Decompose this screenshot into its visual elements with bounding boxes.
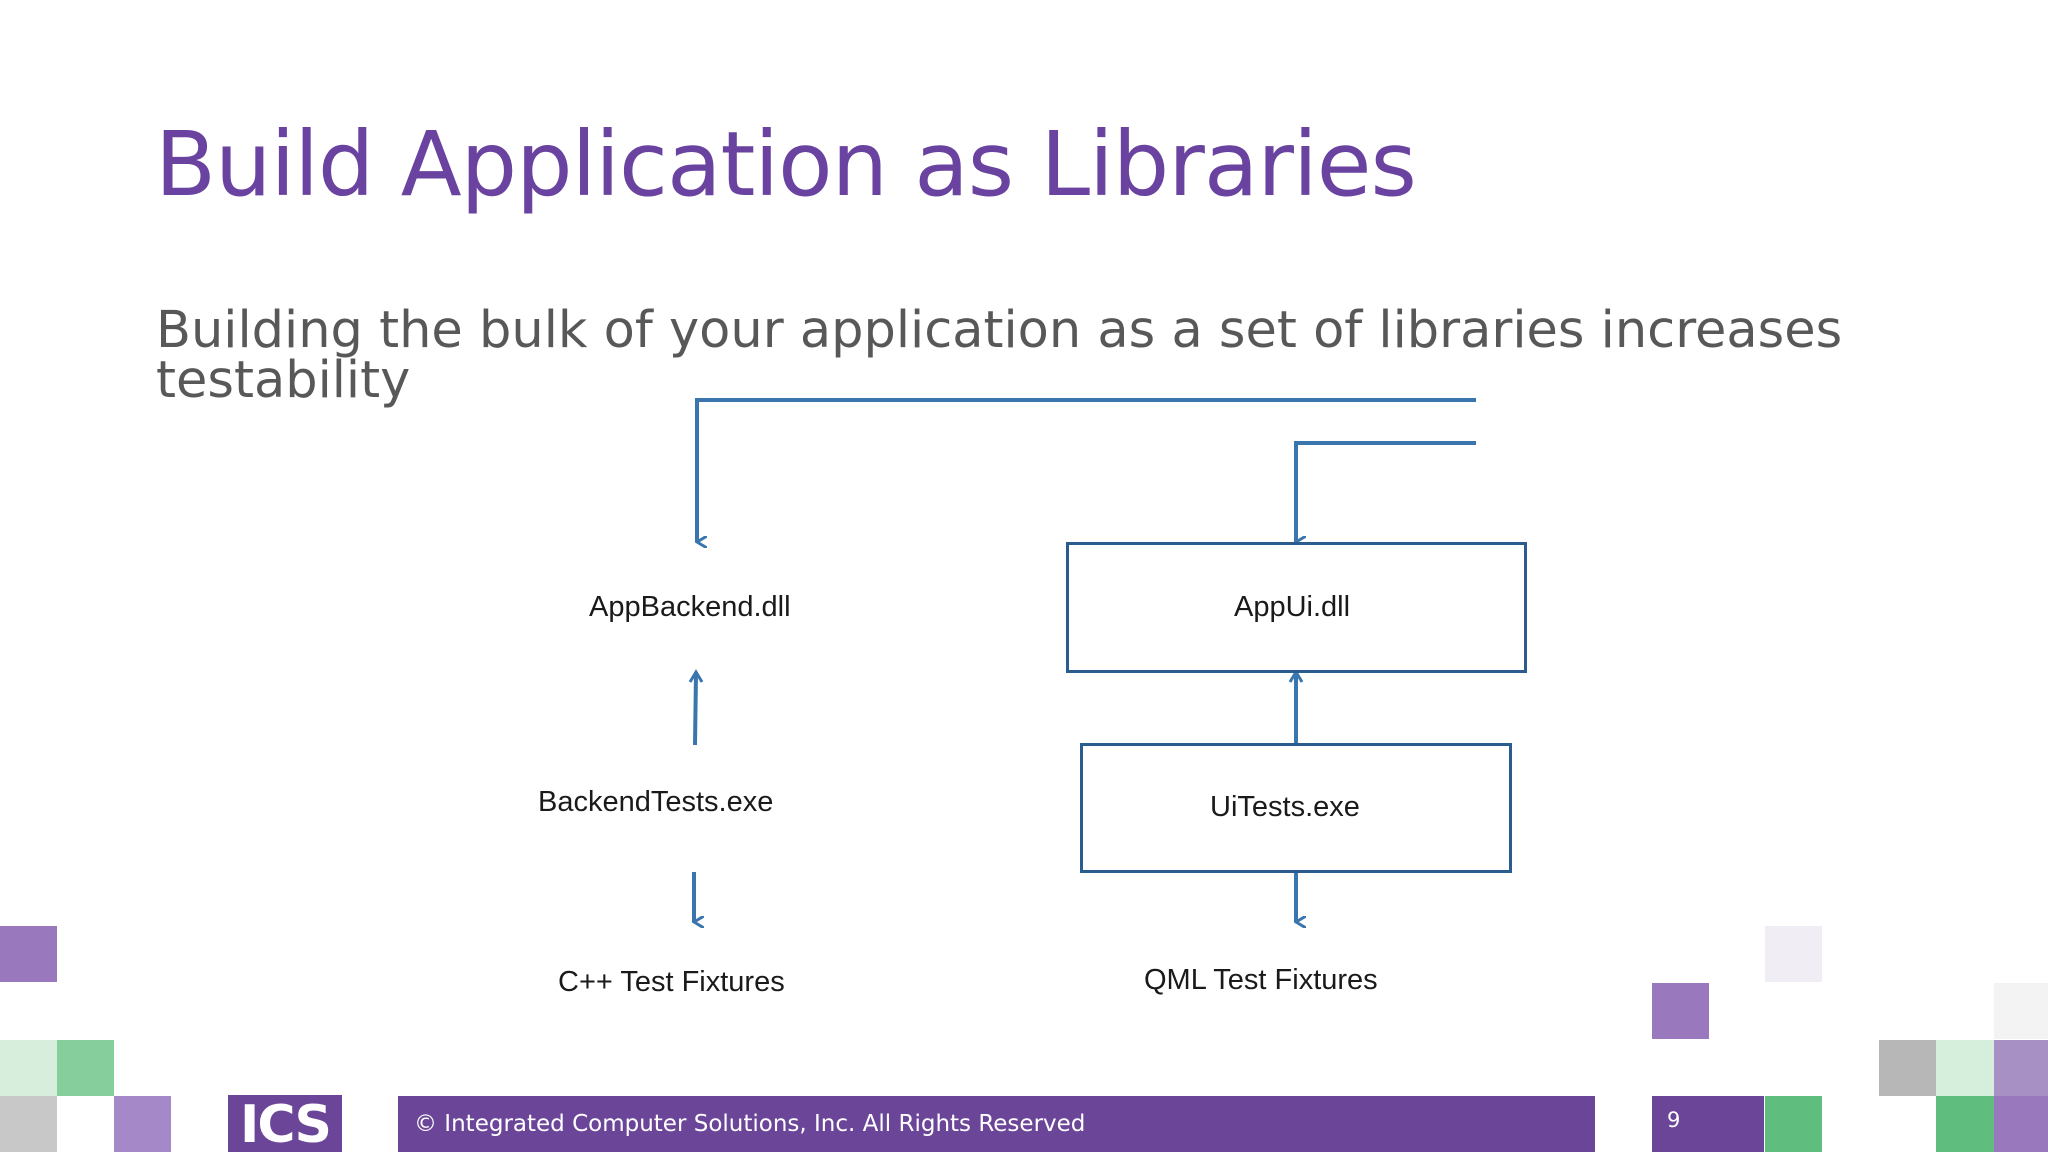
page-number: 9 <box>1667 1108 1681 1132</box>
footer-bar: © Integrated Computer Solutions, Inc. Al… <box>398 1096 1595 1152</box>
top-connector-line-left <box>695 398 1476 542</box>
arrowhead-up-backend <box>688 669 704 683</box>
node-cpp-fixtures: C++ Test Fixtures <box>558 966 785 998</box>
ics-logo-text: ICS <box>240 1095 332 1155</box>
footer-copyright: © Integrated Computer Solutions, Inc. Al… <box>414 1111 1086 1137</box>
node-backendtests: BackendTests.exe <box>538 786 774 818</box>
uitests-box <box>1080 743 1512 873</box>
node-qml-fixtures: QML Test Fixtures <box>1144 964 1378 996</box>
slide-title: Build Application as Libraries <box>155 112 1417 216</box>
node-appui: AppUi.dll <box>1234 591 1351 623</box>
page-number-box: 9 <box>1652 1096 1764 1152</box>
arrow-backendtests-to-appbackend <box>693 671 698 746</box>
appui-box <box>1066 542 1527 673</box>
ics-logo: ICS <box>228 1095 342 1155</box>
top-connector-line-right <box>1294 441 1476 542</box>
node-appbackend: AppBackend.dll <box>589 591 791 623</box>
node-uitests: UiTests.exe <box>1210 791 1360 823</box>
slide-subtitle: Building the bulk of your application as… <box>156 301 1843 410</box>
